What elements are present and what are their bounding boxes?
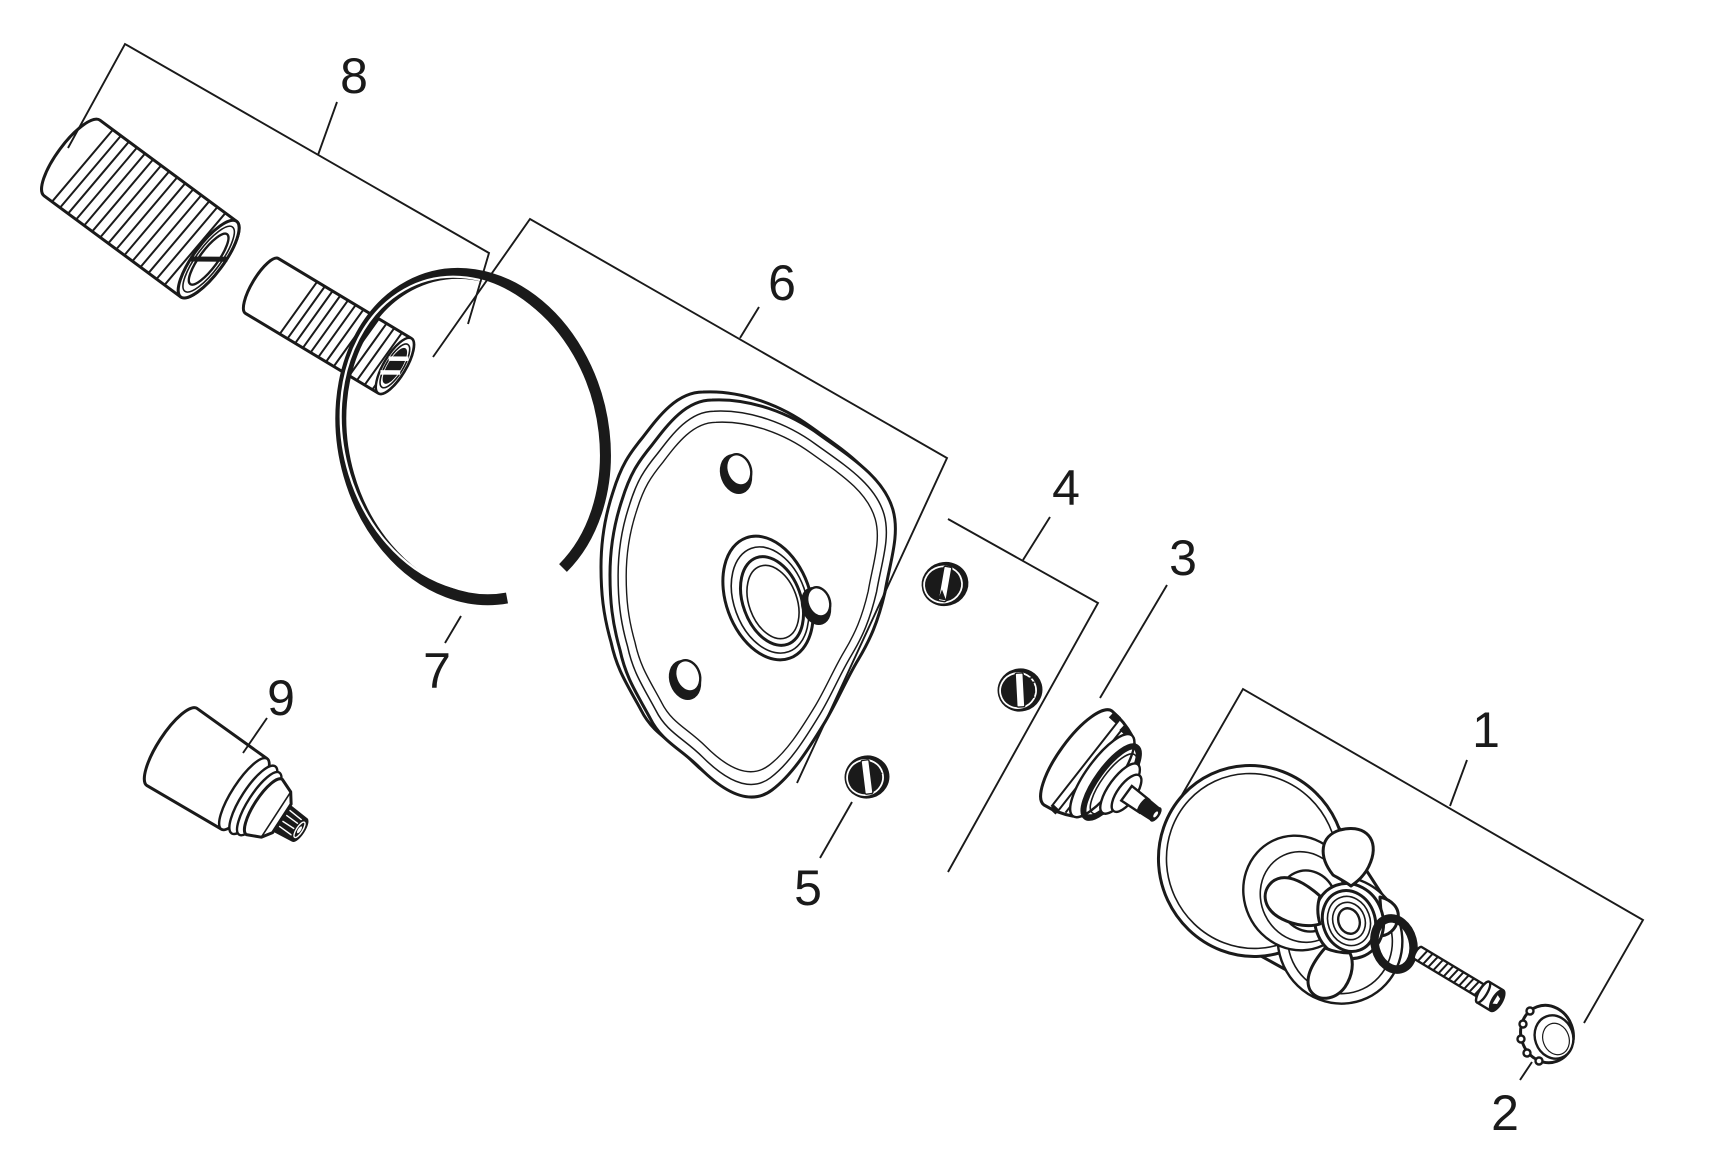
part-7-retaining-ring — [335, 267, 611, 606]
threaded-sleeve-long — [40, 117, 241, 300]
leader-line-3 — [1099, 584, 1168, 699]
callout-2-cover-cap: 2 — [1491, 1061, 1533, 1141]
leader-line-1-1 — [1449, 759, 1468, 807]
annotation-layer: 1 2 3 4 5 6 7 8 9 — [67, 42, 1645, 1141]
callout-9-spindle-extension: 9 — [242, 670, 295, 754]
knurl-bumps — [1516, 1006, 1544, 1066]
plate-screw-holes — [668, 453, 832, 700]
callout-4-screw-plug-pair: 4 — [947, 460, 1100, 873]
leader-line-5 — [819, 801, 853, 859]
callout-8-extension-sleeve-set: 8 — [67, 42, 491, 325]
screw-plug-top — [921, 561, 969, 607]
leader-line-1 — [1181, 687, 1645, 1024]
part-label-2: 2 — [1491, 1085, 1519, 1141]
part-label-4: 4 — [1052, 460, 1080, 516]
fixing-screw — [1412, 945, 1506, 1013]
leader-line-6 — [432, 217, 949, 784]
cross-handle — [1263, 827, 1400, 1000]
leader-line-8 — [67, 42, 491, 325]
callout-5-screw-plug: 5 — [794, 801, 853, 916]
part-2-cover-cap — [1516, 1003, 1575, 1066]
thread-lines — [51, 129, 226, 285]
screw-plug-middle — [997, 668, 1043, 712]
leader-line-8-1 — [317, 101, 338, 156]
callout-3-valve-cartridge: 3 — [1099, 530, 1197, 699]
leader-line-7 — [444, 615, 462, 644]
part-6-escutcheon-plate — [599, 390, 897, 799]
part-3-valve-cartridge — [1039, 708, 1162, 822]
hex-socket — [1492, 995, 1501, 1004]
leader-line-2 — [1519, 1061, 1533, 1081]
part-9-spindle-extension — [142, 706, 309, 842]
hex-nut — [242, 777, 293, 839]
leader-line-4 — [947, 518, 1100, 873]
o-ring — [1370, 914, 1418, 974]
plate-center-boss — [721, 534, 815, 662]
callout-7-retaining-ring: 7 — [423, 615, 462, 699]
part-4-screw-plugs — [921, 561, 1043, 712]
part-label-6: 6 — [768, 255, 796, 311]
part-label-3: 3 — [1169, 530, 1197, 586]
part-label-7: 7 — [423, 643, 451, 699]
callout-6-escutcheon-plate: 6 — [432, 217, 949, 784]
leader-line-4-1 — [1022, 516, 1051, 561]
cross-pin — [190, 256, 228, 262]
part-label-1: 1 — [1472, 702, 1500, 758]
leader-line-9 — [242, 717, 268, 754]
part-label-8: 8 — [340, 48, 368, 104]
part-label-9: 9 — [267, 670, 295, 726]
leader-line-6-1 — [739, 306, 760, 339]
hex-socket-highlight — [380, 356, 409, 375]
part-5-screw-plug — [844, 755, 890, 799]
part-1-handle-assembly — [1156, 764, 1506, 1013]
plate-rim-lines — [617, 410, 888, 786]
threaded-stud-short — [241, 256, 416, 396]
callout-1-handle-escutcheon-assembly: 1 — [1181, 687, 1645, 1024]
part-label-5: 5 — [794, 860, 822, 916]
part-8-extension-sleeves — [40, 117, 416, 396]
